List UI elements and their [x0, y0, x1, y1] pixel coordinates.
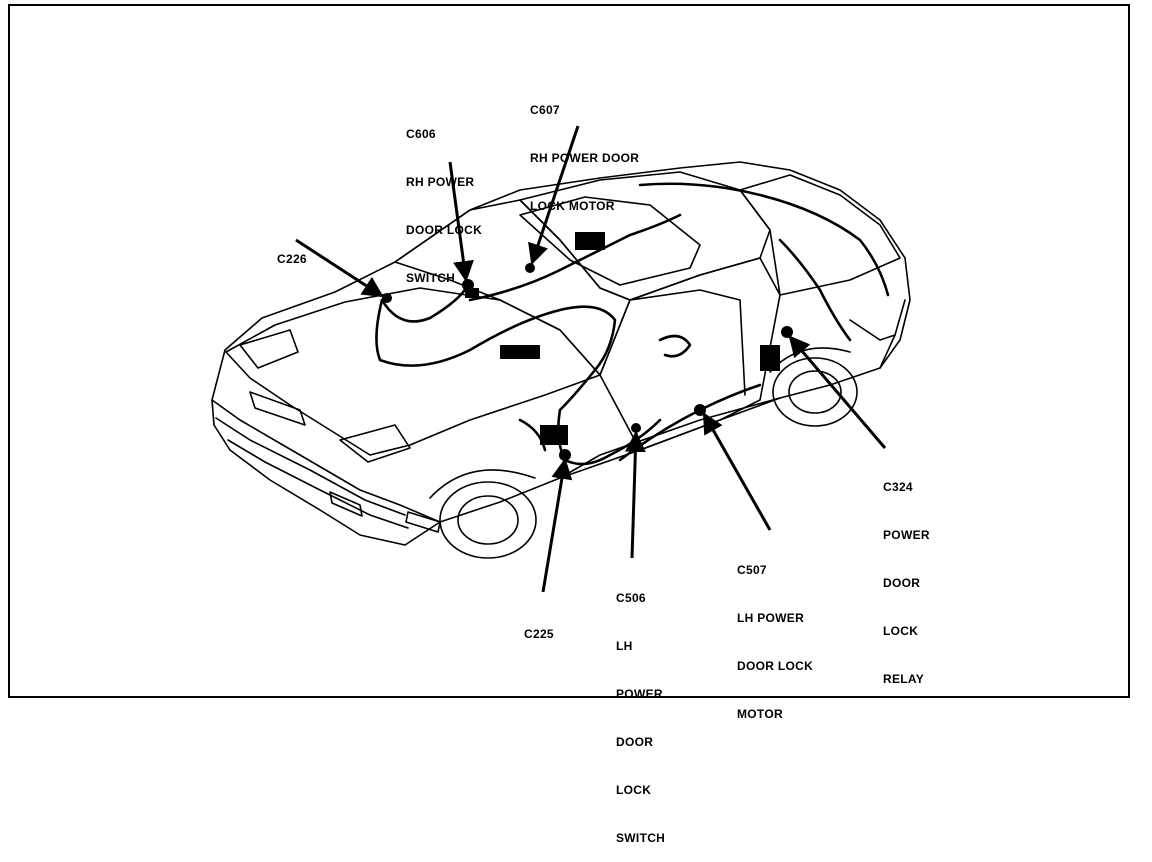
callout-c324-line-2: POWER	[883, 528, 930, 542]
callout-c507-line-2: LH POWER	[737, 611, 805, 625]
diagram-frame	[8, 4, 1130, 698]
car-headlight-left	[239, 329, 299, 369]
car-hood	[225, 287, 601, 456]
callout-c507-line-1: C507	[737, 563, 767, 577]
callout-c606-line-1: C606	[406, 127, 436, 141]
callout-c324-line-1: C324	[883, 480, 913, 494]
callout-c324-line-4: LOCK	[883, 624, 919, 638]
callout-c324-line-5: RELAY	[883, 672, 925, 686]
callout-c324: C324 POWER DOOR LOCK RELAY	[883, 447, 930, 703]
callout-c606: C606 RH POWER DOOR LOCK SWITCH	[406, 94, 482, 302]
callout-c226: C226	[277, 219, 307, 283]
car-front-wheel	[439, 481, 537, 559]
car-rear-wheel	[772, 357, 858, 427]
car-headlight-right	[339, 424, 411, 463]
callout-c507-line-4: MOTOR	[737, 707, 783, 721]
car-door	[599, 257, 781, 451]
callout-c607-line-3: LOCK MOTOR	[530, 199, 615, 213]
callout-c506-line-4: DOOR	[616, 735, 654, 749]
callout-c225: C225	[524, 594, 554, 658]
car-sunroof	[519, 196, 701, 286]
callout-c226-line-1: C226	[277, 252, 307, 266]
car-rear-window	[739, 174, 901, 296]
callout-c506-line-6: SWITCH	[616, 831, 666, 845]
callout-c607: C607 RH POWER DOOR LOCK MOTOR	[530, 70, 639, 230]
callout-c506-line-1: C506	[616, 591, 646, 605]
callout-c507: C507 LH POWER DOOR LOCK MOTOR	[737, 530, 813, 738]
leader-c606	[448, 161, 474, 283]
callout-c506-line-5: LOCK	[616, 783, 652, 797]
leader-c507	[702, 412, 772, 531]
callout-c606-line-3: DOOR LOCK	[406, 223, 483, 237]
callout-c606-line-4: SWITCH	[406, 271, 456, 285]
callout-c506: C506 LH POWER DOOR LOCK SWITCH	[616, 558, 665, 862]
callout-c607-line-1: C607	[530, 103, 560, 117]
callout-c506-line-2: LH	[616, 639, 633, 653]
callout-c607-line-2: RH POWER DOOR	[530, 151, 640, 165]
leader-c225	[541, 457, 573, 593]
leader-c607	[528, 125, 580, 265]
callout-c606-line-2: RH POWER	[406, 175, 475, 189]
car-front-bumper	[211, 399, 441, 523]
car-wiring-illustration	[211, 125, 911, 593]
callout-c507-line-3: DOOR LOCK	[737, 659, 814, 673]
leader-c226	[295, 238, 384, 298]
callout-c324-line-3: DOOR	[883, 576, 921, 590]
callout-c225-line-1: C225	[524, 627, 554, 641]
callout-c506-line-3: POWER	[616, 687, 663, 701]
leader-c506	[624, 430, 646, 559]
leader-c324	[788, 335, 887, 449]
